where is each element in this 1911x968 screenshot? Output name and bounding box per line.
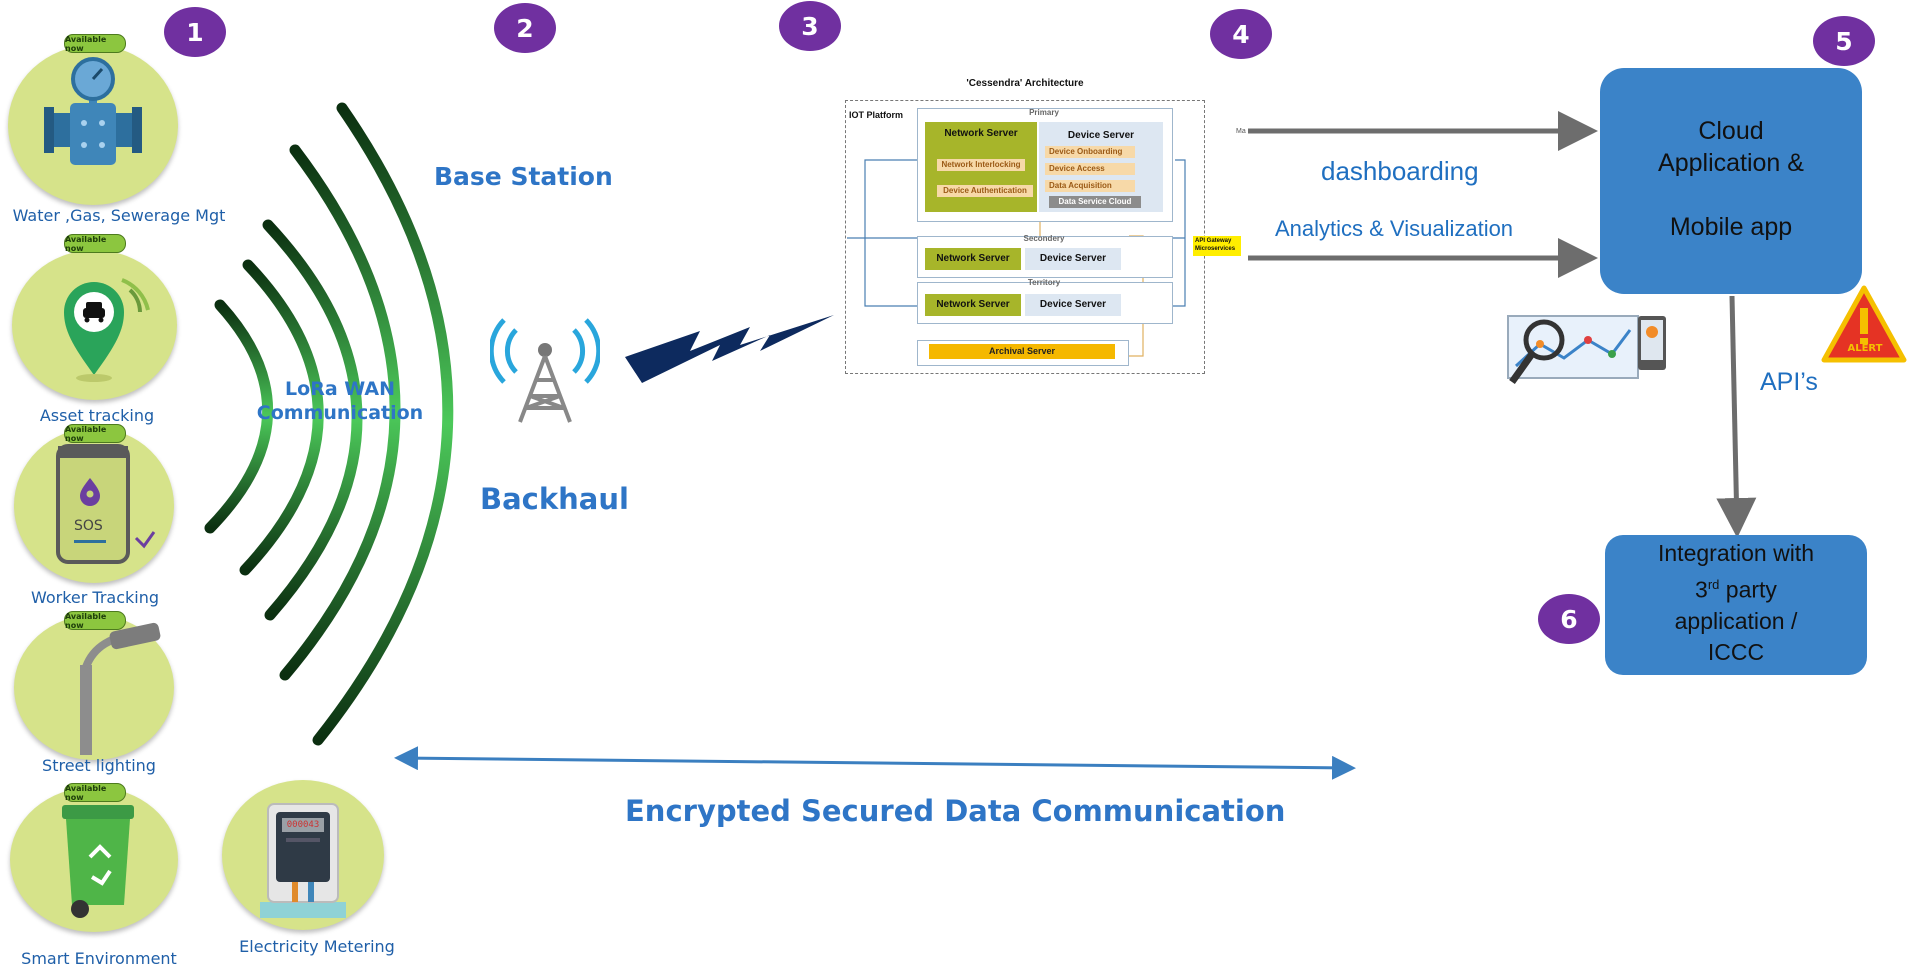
step-1-badge: 1 <box>164 7 226 57</box>
worker-device-circle: SOS <box>14 428 174 583</box>
water-meter-icon <box>44 57 142 165</box>
available-now-badge: Available now <box>64 34 126 53</box>
primary-label: Primary <box>1029 108 1059 117</box>
integration-party-text: party <box>1719 576 1777 603</box>
cessendra-architecture: 'Cessendra' Architecture IOT Platform Pr… <box>845 78 1241 378</box>
device-access: Device Access <box>1045 163 1135 175</box>
street-label: Street lighting <box>42 756 156 775</box>
recycle-bin-icon <box>62 805 134 918</box>
archival-server: Archival Server <box>929 344 1115 359</box>
available-now-badge: Available now <box>64 234 126 253</box>
network-server-label: Network Server <box>944 128 1018 139</box>
worker-label: Worker Tracking <box>30 588 160 607</box>
base-station-label: Base Station <box>434 162 613 191</box>
backhaul-label: Backhaul <box>480 482 629 516</box>
integration-ordinal-number: 3 <box>1695 576 1708 603</box>
phone-sos-icon <box>56 444 156 564</box>
territory-network-server: Network Server <box>925 294 1021 316</box>
asset-label: Asset tracking <box>39 406 155 425</box>
cell-tower-icon <box>490 318 600 423</box>
step-5-badge: 5 <box>1813 16 1875 66</box>
integration-box: Integration with 3rd party application /… <box>1605 535 1867 675</box>
integration-ordinal-suffix: rd <box>1707 577 1720 592</box>
architecture-title: 'Cessendra' Architecture <box>966 78 1084 89</box>
analytics-label: Analytics & Visualization <box>1275 216 1514 241</box>
cloud-line-2: Application & <box>1658 149 1804 177</box>
lightning-bolt-icon <box>625 315 834 383</box>
dashboarding-label: dashboarding <box>1321 156 1479 186</box>
sos-text: SOS <box>74 518 103 534</box>
api-gateway-box: API Gateway Microservices <box>1193 236 1241 256</box>
encrypted-communication-label: Encrypted Secured Data Communication <box>625 794 1286 828</box>
electricity-label: Electricity Metering <box>239 937 395 956</box>
step-3-badge: 3 <box>779 1 841 51</box>
data-acquisition: Data Acquisition <box>1045 180 1135 192</box>
device-server-label: Device Server <box>1067 130 1135 141</box>
device-authentication: Device Authentication <box>937 185 1033 197</box>
cloud-application-box: Cloud Application & Mobile app <box>1600 68 1862 294</box>
integration-line-2: 3rd party <box>1605 569 1867 606</box>
water-label: Water ,Gas, Sewerage Mgt <box>12 206 226 225</box>
electricity-device-circle: 000043 <box>222 780 384 930</box>
lora-label: LoRa WAN Communication <box>255 377 425 425</box>
iot-platform-label: IOT Platform <box>849 110 904 120</box>
secondary-network-server: Network Server <box>925 248 1021 270</box>
street-device-circle <box>14 615 174 760</box>
lora-line-2: Communication <box>256 402 424 424</box>
street-light-icon <box>80 622 161 755</box>
electricity-meter-icon <box>260 803 346 918</box>
network-interlocking: Network Interlocking <box>937 159 1025 171</box>
alert-warning-icon <box>1821 285 1907 363</box>
alert-text: ALERT <box>1847 343 1883 354</box>
secondary-device-server: Device Server <box>1025 248 1121 270</box>
data-service-cloud: Data Service Cloud <box>1049 196 1141 208</box>
ma-label: Ma <box>1236 128 1246 135</box>
territory-device-server: Device Server <box>1025 294 1121 316</box>
cloud-line-3: Mobile app <box>1669 213 1793 241</box>
apis-label: API’s <box>1760 368 1818 396</box>
lora-line-1: LoRa WAN <box>285 378 395 400</box>
step-6-badge: 6 <box>1538 594 1600 644</box>
integration-line-4: ICCC <box>1707 638 1765 665</box>
available-now-badge: Available now <box>64 424 126 443</box>
available-now-badge: Available now <box>64 783 126 802</box>
environment-device-circle <box>10 787 178 932</box>
secondary-label: Secondery <box>1023 234 1065 243</box>
water-device-circle <box>8 45 178 205</box>
step-4-badge: 4 <box>1210 9 1272 59</box>
integration-line-3: application / <box>1674 607 1798 634</box>
cloud-line-1: Cloud <box>1698 117 1764 145</box>
taxi-location-icon <box>64 278 150 382</box>
available-now-badge: Available now <box>64 611 126 630</box>
meter-reading: 000043 <box>286 820 320 830</box>
device-onboarding: Device Onboarding <box>1045 146 1135 158</box>
territory-label: Territory <box>1027 278 1061 287</box>
asset-device-circle <box>12 250 177 400</box>
step-2-badge: 2 <box>494 3 556 53</box>
integration-line-1: Integration with <box>1658 540 1814 566</box>
analytics-chart-icon <box>1507 315 1666 385</box>
